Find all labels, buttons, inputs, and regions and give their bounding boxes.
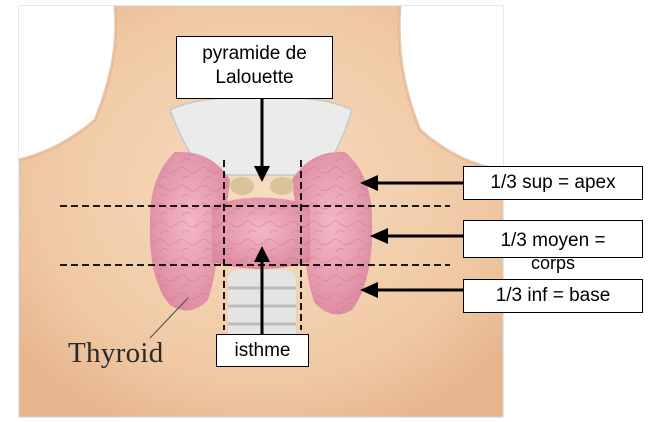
label-base: 1/3 inf = base: [463, 279, 643, 313]
label-isthme: isthme: [216, 334, 309, 367]
label-apex: 1/3 sup = apex: [463, 166, 643, 200]
label-thyroid: Thyroid: [68, 337, 164, 370]
label-pyramide-line1: pyramide de: [177, 42, 332, 66]
pyramidal-lobe-left: [230, 177, 254, 195]
label-pyramide-line2: Lalouette: [177, 66, 332, 90]
pyramidal-lobe-right: [270, 177, 294, 195]
label-corps: corps: [463, 253, 643, 275]
label-pyramide-de-lalouette: pyramide de Lalouette: [176, 36, 333, 99]
